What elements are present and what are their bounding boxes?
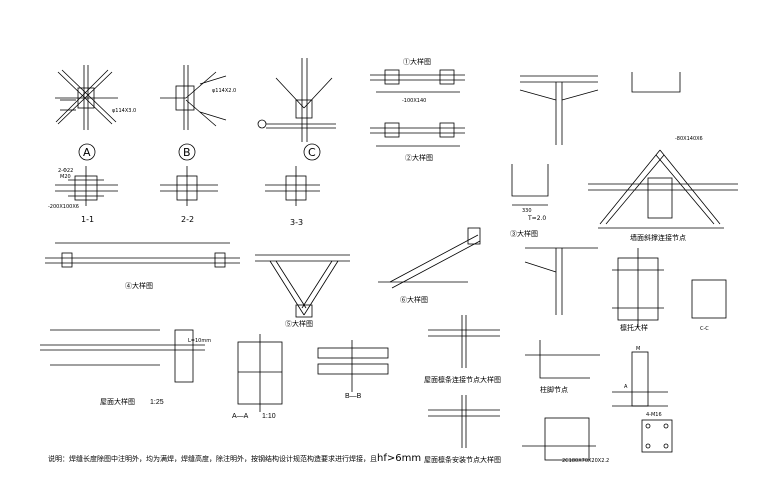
section-a-a (237, 334, 283, 412)
dim-d13: C-C (700, 326, 709, 332)
column-middle-detail (524, 247, 598, 315)
detail-b-elevation (160, 65, 227, 130)
dim-d7: T=2.0 (527, 215, 546, 222)
purlin-connection-detail-2 (428, 395, 500, 448)
section-b-b (317, 340, 389, 392)
roof-purlin-bottom (40, 329, 205, 383)
rafter-detail-6 (378, 227, 481, 289)
dim-d6: -100X140 (402, 98, 426, 104)
dim-d4: φ114X3.0 (112, 108, 136, 114)
caption-wall-brace-node: 墙面斜撑连接节点 (630, 233, 686, 242)
detail-a-elevation (55, 65, 118, 130)
c-bracket-detail (525, 340, 600, 379)
purlin-support-detail (612, 248, 727, 328)
section-marker-b-label: B (183, 146, 191, 159)
section-label-1-1: 1-1 (81, 215, 94, 224)
caption-section-a-a: A—A (232, 413, 249, 420)
section-marker-c-label: C (308, 146, 316, 159)
caption-detail-5: ⑤大样图 (285, 319, 313, 328)
purlin-connection-detail-1 (428, 315, 500, 368)
c-channel-profile (511, 72, 681, 206)
caption-purlin-support: 檩托大样 (620, 323, 648, 332)
dim-d8: 330 (522, 208, 532, 214)
purlin-detail-4 (45, 242, 240, 268)
wall-brace-node (588, 149, 738, 229)
section-label-2-2: 2-2 (181, 215, 194, 224)
general-notes-text: 说明：焊缝长度除图中注明外，均为满焊，焊缝高度，除注明外，按钢结构设计规范构造要… (48, 455, 377, 463)
dim-d3: -200X100X6 (48, 204, 79, 210)
caption-purlin-install: 屋面檩条安装节点大样图 (424, 455, 501, 464)
dim-d12: A (624, 384, 628, 390)
caption-column-foot: 柱脚节点 (540, 385, 568, 394)
anchor-plate-detail (641, 419, 673, 453)
general-notes: 说明：焊缝长度除图中注明外，均为满焊，焊缝高度，除注明外，按钢结构设计规范构造要… (48, 453, 728, 464)
caption-detail-4: ④大样图 (125, 281, 153, 290)
dim-d5: φ114X2.0 (212, 88, 236, 94)
detail-c-section (265, 166, 320, 206)
detail-1-drawing (370, 69, 465, 93)
dim-d14: 4-M16 (646, 412, 662, 418)
column-base-detail (612, 351, 668, 407)
v-brace-detail-5 (255, 254, 350, 318)
detail-b-section (160, 166, 218, 206)
dim-d10: 2C180X70X20X2.2 (562, 458, 609, 464)
caption-roof-detail-scale: 1:25 (150, 399, 164, 406)
caption-detail-6: ⑥大样图 (400, 295, 428, 304)
channel-base-detail (522, 417, 596, 461)
caption-roof-detail: 屋面大样图 (100, 397, 135, 406)
detail-a-section (55, 166, 118, 206)
caption-section-a-a-scale: 1:10 (262, 413, 276, 420)
detail-c-elevation (257, 58, 336, 142)
dim-d1: 2-Φ22 (58, 168, 73, 174)
caption-detail-2: ②大样图 (405, 153, 433, 162)
caption-purlin-connection: 屋面檩条连接节点大样图 (424, 375, 501, 384)
weld-height-spec: hf>6mm (377, 453, 422, 464)
dim-d2: M20 (60, 174, 71, 180)
caption-section-b-b: B—B (345, 393, 362, 400)
dim-d9: L=10mm (188, 338, 211, 344)
section-marker-a (78, 143, 96, 161)
caption-detail-1: ①大样图 (403, 57, 431, 66)
section-marker-c (303, 143, 321, 161)
column-top-detail (519, 75, 599, 145)
section-marker-b (178, 143, 196, 161)
section-marker-a-label: A (83, 146, 91, 159)
caption-detail-3: ③大样图 (510, 229, 538, 238)
section-label-3-3: 3-3 (290, 218, 303, 227)
dim-d15: -80X140X6 (675, 136, 703, 142)
detail-2-drawing (370, 122, 465, 147)
dim-d11: M (636, 346, 640, 352)
